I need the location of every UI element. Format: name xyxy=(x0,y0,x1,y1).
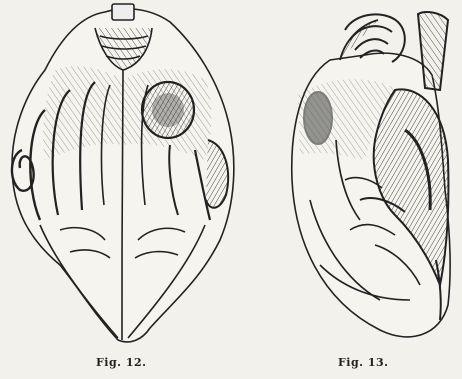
figure-12-caption: Fig. 12. xyxy=(96,356,146,369)
figure-12-drawing xyxy=(12,4,234,342)
figure-13-drawing xyxy=(292,12,450,337)
figure-13-caption: Fig. 13. xyxy=(338,356,388,369)
